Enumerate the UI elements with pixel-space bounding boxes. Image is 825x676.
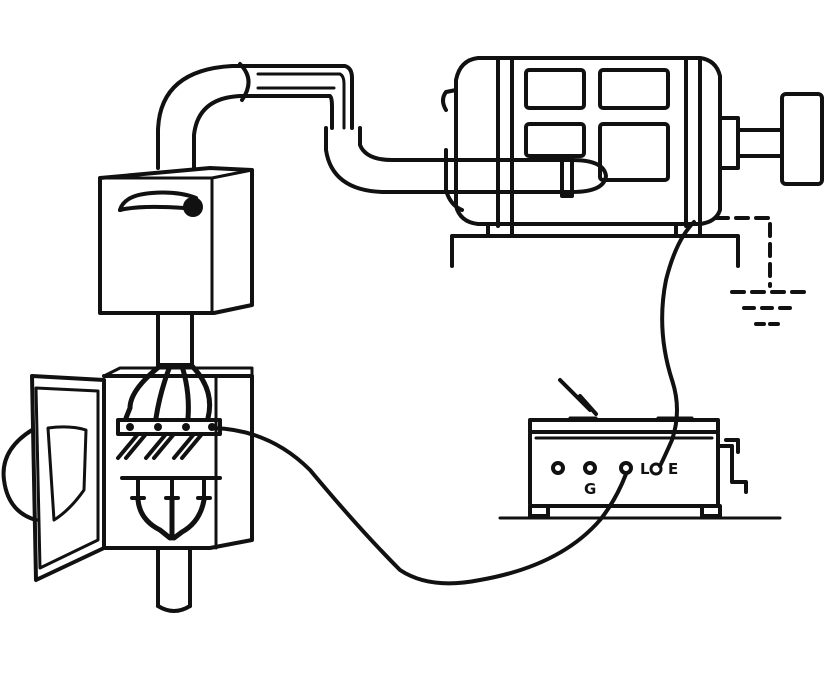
terminal-label-earth: E bbox=[668, 460, 678, 478]
motor-icon bbox=[441, 56, 824, 268]
ground-symbol-icon bbox=[714, 216, 810, 326]
line-test-lead bbox=[212, 426, 628, 586]
starter-knob bbox=[183, 197, 203, 217]
test-leads bbox=[212, 220, 696, 586]
conduit-pipe bbox=[156, 62, 608, 198]
tester-knob bbox=[551, 461, 565, 475]
tester-terminal-earth bbox=[649, 462, 663, 476]
tester-terminal-guard bbox=[583, 461, 597, 475]
terminal-label-guard: G bbox=[584, 480, 596, 498]
tester-terminal-line bbox=[619, 461, 633, 475]
starter-box-icon bbox=[98, 166, 254, 367]
terminal-label-line: L bbox=[640, 460, 650, 478]
earth-test-lead bbox=[658, 220, 696, 468]
disconnect-switch-icon bbox=[1, 363, 254, 613]
insulation-tester-icon: G L E bbox=[498, 378, 782, 520]
